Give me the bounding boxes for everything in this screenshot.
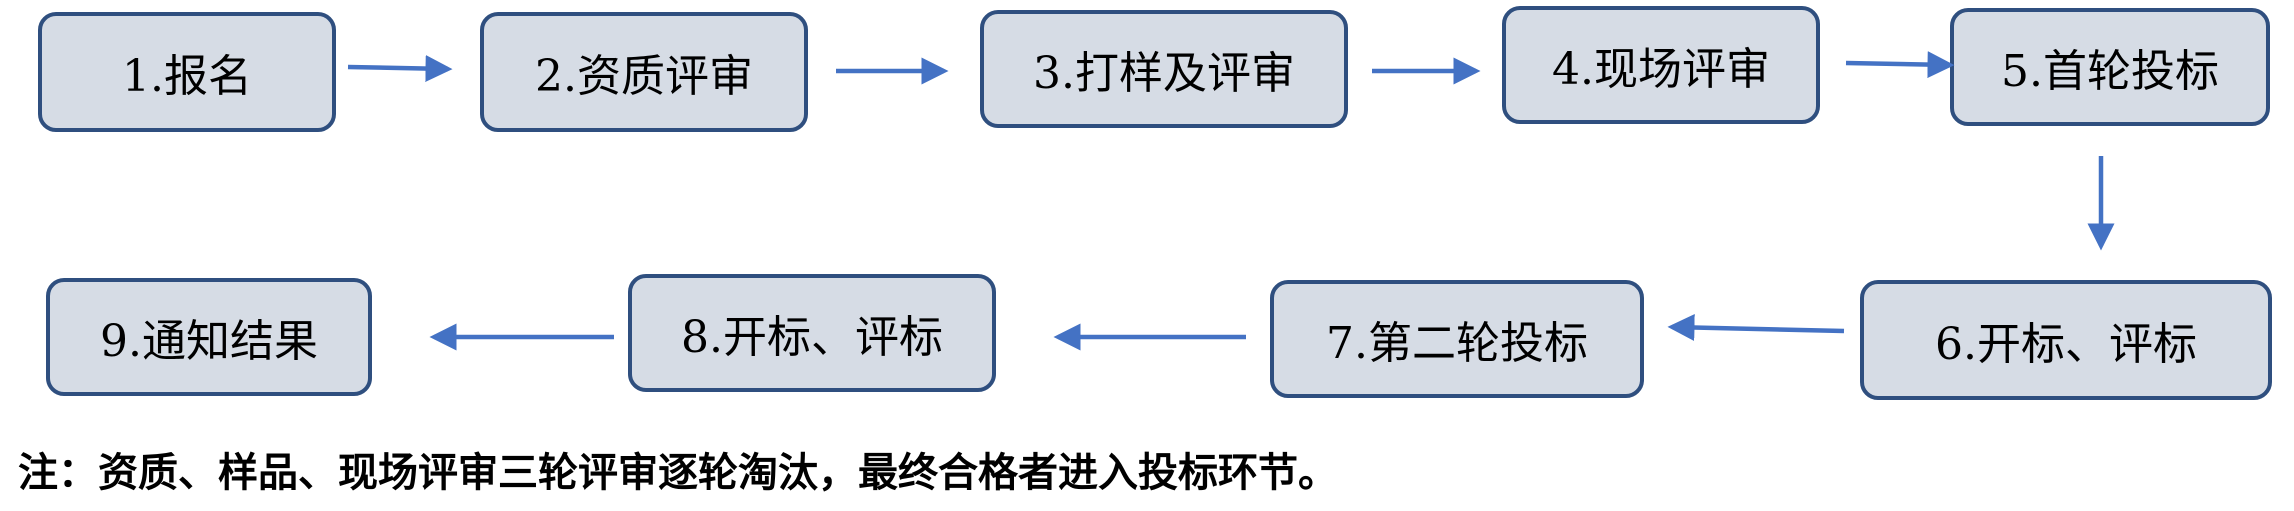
step-2-box: 2.资质评审: [480, 12, 808, 132]
step-6-label: 6.开标、评标: [1935, 319, 2197, 370]
arrow-4-to-5: [1845, 51, 1955, 79]
footnote: 注：资质、样品、现场评审三轮评审逐轮淘汰，最终合格者进入投标环节。: [18, 450, 1338, 496]
step-1-label: 1.报名: [122, 51, 252, 102]
step-4-label: 4.现场评审: [1552, 44, 1770, 95]
step-1-box: 1.报名: [38, 12, 336, 132]
step-9-box: 9.通知结果: [46, 278, 372, 396]
step-3-label: 3.打样及评审: [1033, 48, 1295, 99]
arrow-6-to-7: [1667, 314, 1845, 342]
step-4-box: 4.现场评审: [1502, 6, 1820, 124]
step-5-box: 5.首轮投标: [1950, 8, 2270, 126]
step-8-label: 8.开标、评标: [681, 312, 943, 363]
step-3-box: 3.打样及评审: [980, 10, 1348, 128]
arrow-1-to-2: [347, 55, 453, 83]
step-2-label: 2.资质评审: [535, 51, 753, 102]
step-5-label: 5.首轮投标: [2001, 46, 2219, 97]
step-6-box: 6.开标、评标: [1860, 280, 2272, 400]
step-9-label: 9.通知结果: [100, 316, 318, 367]
step-8-box: 8.开标、评标: [628, 274, 996, 392]
step-7-label: 7.第二轮投标: [1326, 318, 1588, 369]
step-7-box: 7.第二轮投标: [1270, 280, 1644, 398]
